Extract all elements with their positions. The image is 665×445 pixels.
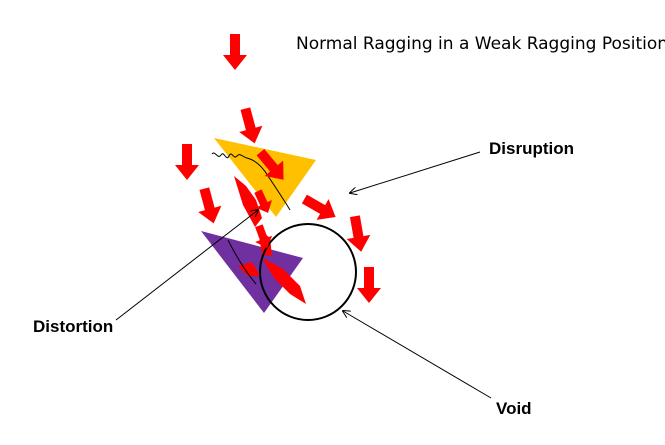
distortion-label: Distortion [33,317,114,336]
force-arrow [175,144,199,180]
disruption-label: Disruption [489,139,574,158]
force-arrow [256,148,284,180]
force-arrow [357,267,381,303]
distortion-leader [115,210,258,321]
disruption-leader [350,151,481,193]
void-leader [343,311,492,399]
force-arrow [198,187,222,224]
force-arrow [239,107,263,144]
force-arrows [175,34,381,303]
force-arrow [255,224,273,249]
void-label: Void [496,399,532,418]
force-arrow [254,189,273,213]
force-arrow [223,34,247,70]
curve-line [227,239,257,285]
gold-triangle [214,138,316,217]
diagram-title: Normal Ragging in a Weak Ragging Positio… [296,34,665,54]
force-arrow [346,215,371,252]
force-arrow [301,194,336,220]
void-circle [259,223,357,321]
